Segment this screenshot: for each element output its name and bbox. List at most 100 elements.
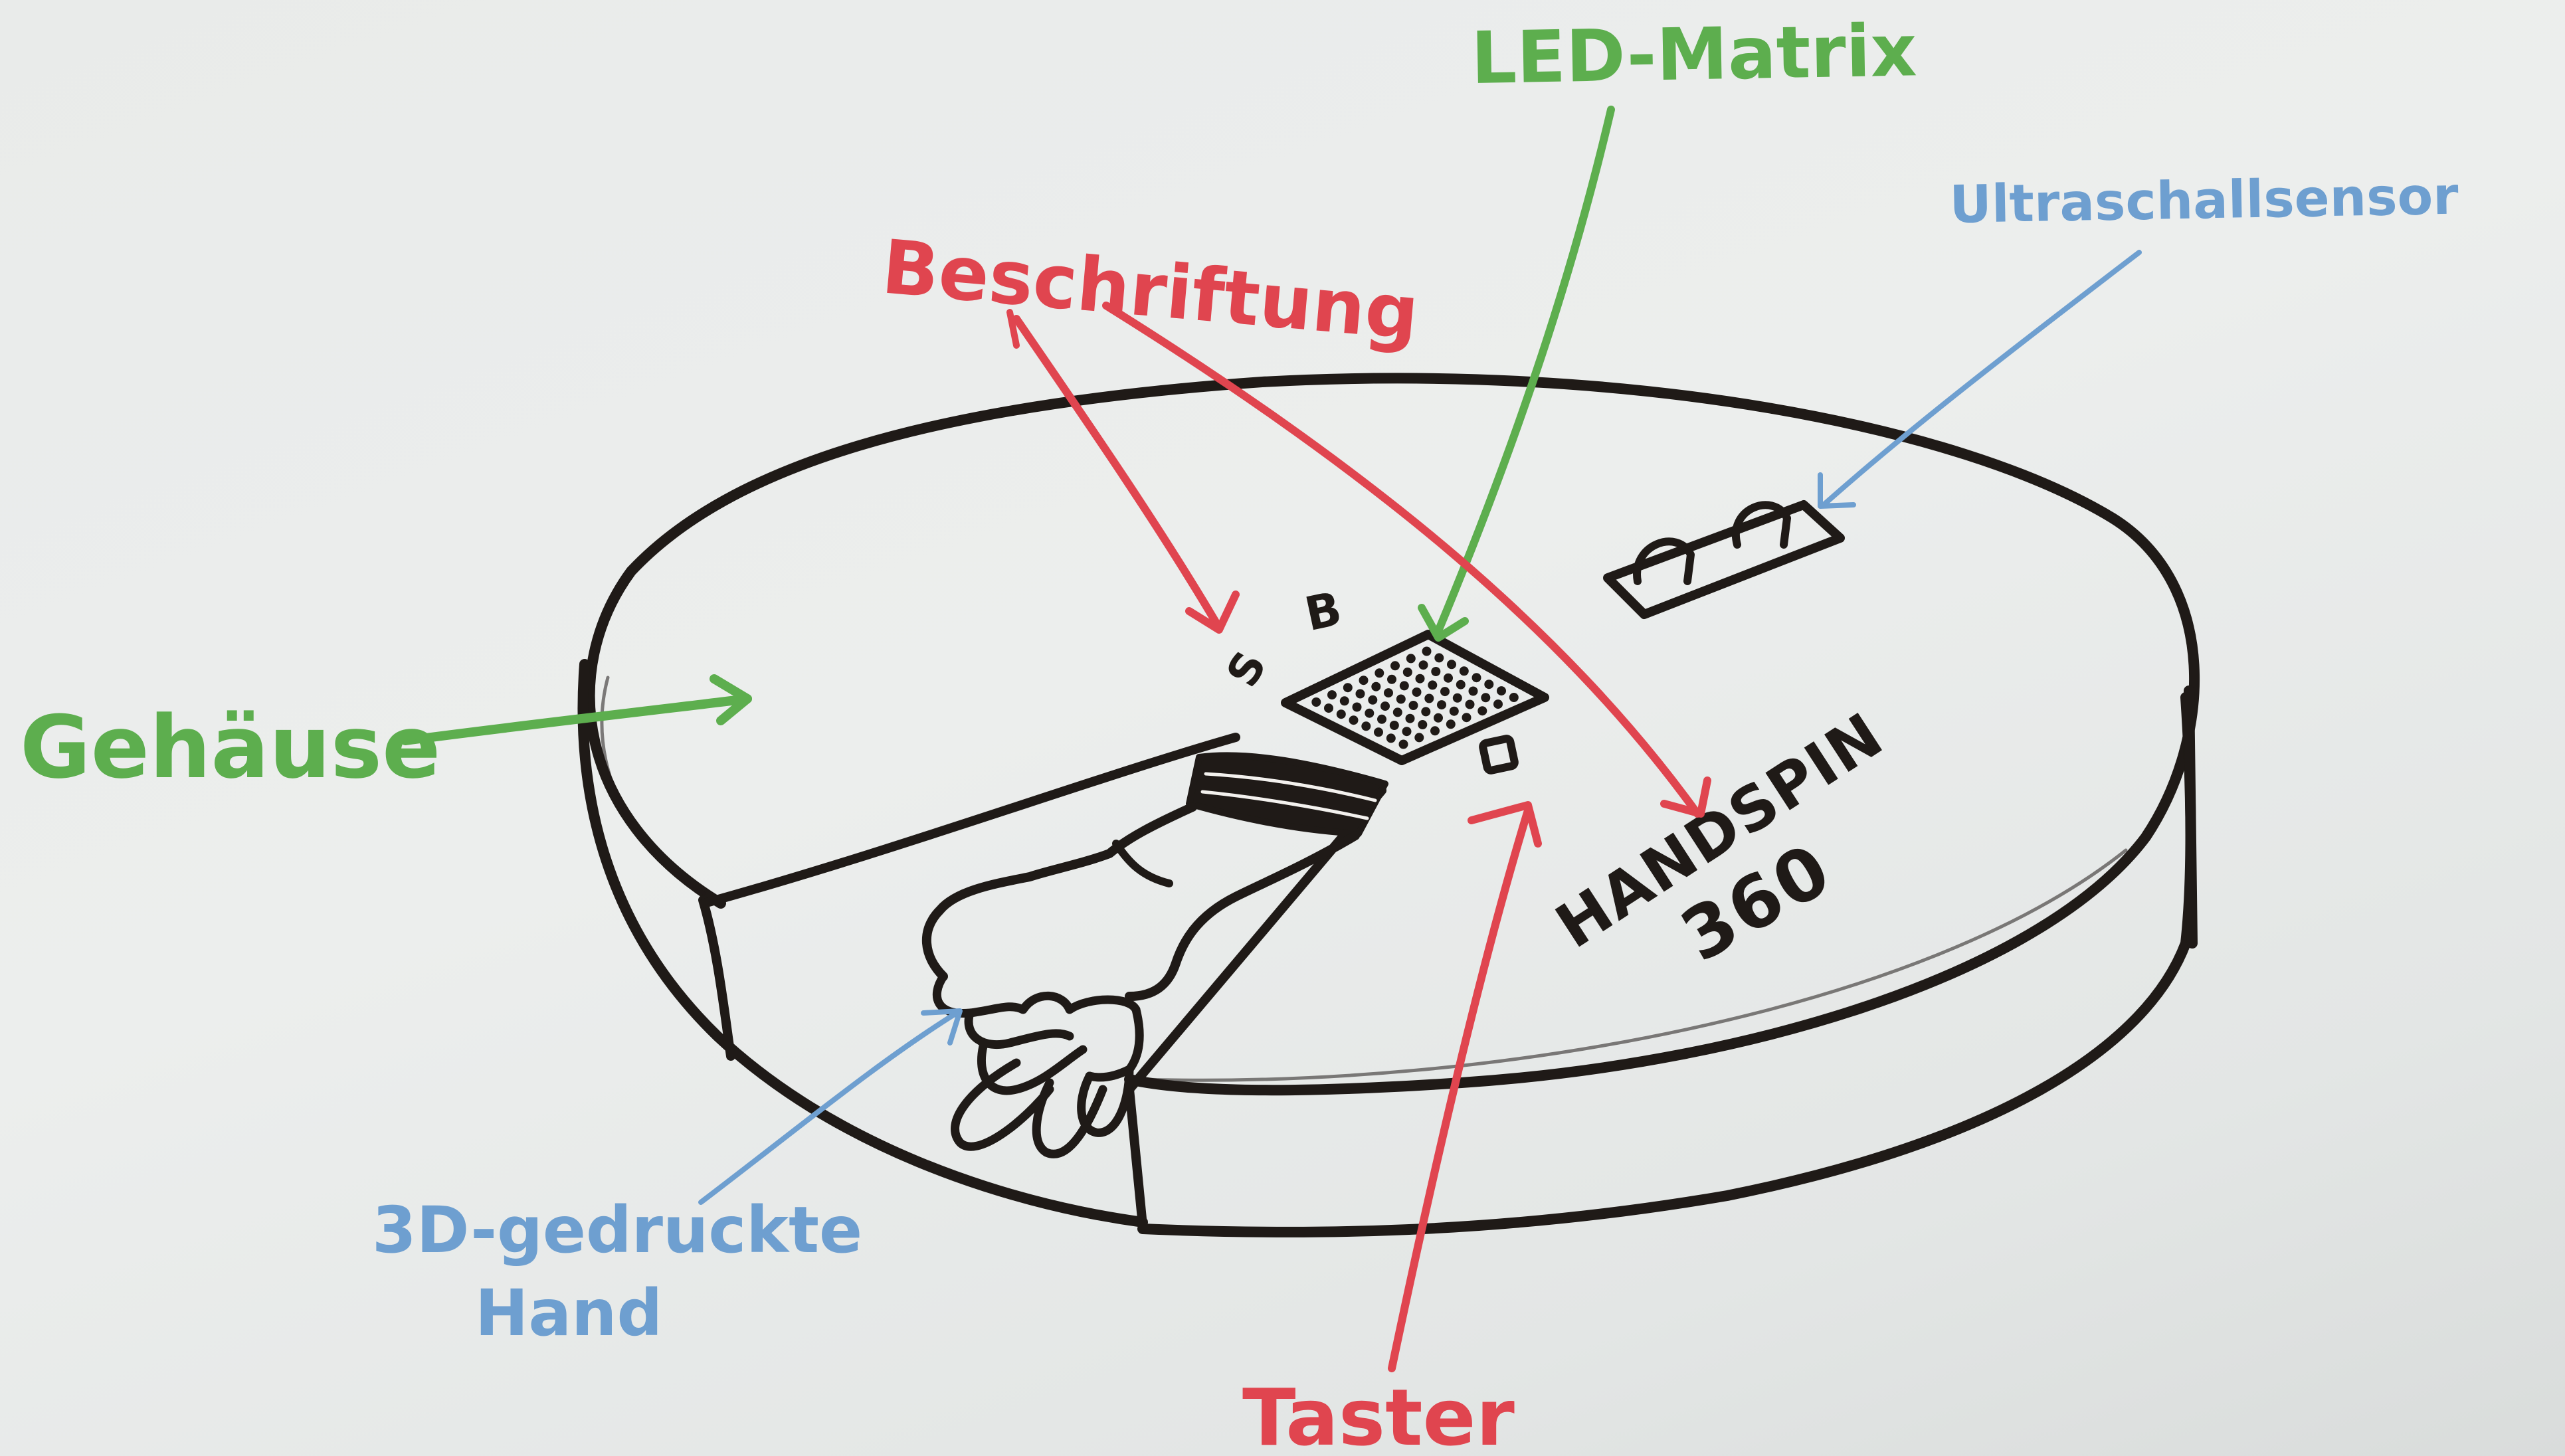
led-matrix-panel — [1281, 630, 1549, 765]
led-dot — [1428, 680, 1438, 690]
letter-s: S — [1216, 642, 1276, 695]
led-dot — [1422, 646, 1432, 656]
led-dot — [1497, 686, 1506, 696]
housing-edge-right — [2184, 685, 2198, 949]
arrow-beschriftung-handspin — [1102, 302, 1711, 818]
hand-finger-long-2 — [1032, 1078, 1107, 1158]
led-dot — [1421, 707, 1431, 717]
led-dot — [1446, 719, 1456, 729]
led-dot — [1339, 696, 1349, 706]
led-dot — [1481, 693, 1491, 703]
led-dot — [1368, 695, 1378, 705]
led-dot — [1392, 707, 1402, 717]
label-gehaeuse: Gehäuse — [20, 697, 440, 798]
housing-left-wall — [577, 659, 1148, 1228]
hand-cuff-wrap — [1200, 772, 1377, 820]
led-dot — [1386, 733, 1396, 743]
led-dot — [1449, 706, 1459, 716]
led-dot — [1355, 689, 1365, 699]
label-ultraschallsensor: Ultraschallsensor — [1949, 167, 2459, 235]
led-dot — [1452, 693, 1462, 703]
hand-window-top — [700, 733, 1240, 908]
led-dot — [1414, 733, 1424, 743]
led-dot — [1380, 701, 1390, 711]
hand-palm — [1085, 1005, 1144, 1082]
led-dot — [1509, 693, 1519, 702]
led-dot — [1437, 700, 1446, 710]
led-dot — [1352, 702, 1362, 712]
led-dot — [1493, 699, 1503, 709]
led-dot — [1384, 688, 1393, 698]
led-dot — [1336, 709, 1346, 719]
led-dot — [1359, 676, 1369, 685]
led-dot — [1361, 721, 1371, 731]
sensor-transducer-right — [1732, 501, 1791, 549]
led-dot — [1462, 713, 1472, 723]
led-dot — [1484, 680, 1494, 689]
led-dot — [1343, 683, 1353, 693]
led-dot — [1440, 687, 1450, 697]
led-dot — [1387, 674, 1396, 684]
ultrasonic-sensor — [1603, 500, 1845, 619]
cutout-edge-front — [1125, 1085, 1147, 1230]
led-dot — [1405, 713, 1415, 723]
led-dot — [1459, 666, 1469, 676]
led-dot — [1465, 699, 1475, 709]
hand-finger-long-3 — [1077, 1065, 1134, 1137]
led-dot — [1374, 727, 1383, 737]
led-dot — [1472, 673, 1481, 683]
housing-top-rim — [584, 373, 2200, 1096]
label-hand-line2: Hand — [475, 1276, 662, 1350]
led-dot — [1389, 721, 1399, 730]
led-dot — [1447, 660, 1456, 670]
led-matrix-outline — [1281, 630, 1549, 765]
led-dot — [1444, 673, 1453, 683]
arrow-taster — [1388, 801, 1542, 1372]
housing-inner-rim-right — [1141, 848, 2128, 1082]
letter-b: B — [1300, 581, 1346, 642]
led-dot — [1431, 667, 1441, 676]
led-dot — [1412, 687, 1422, 697]
hand-finger-long-1 — [951, 1058, 1054, 1151]
led-dot — [1406, 654, 1416, 664]
hand-fingers — [933, 972, 1141, 1095]
led-dot — [1434, 713, 1443, 723]
led-dot — [1418, 720, 1428, 729]
led-dot — [1468, 686, 1478, 696]
hand-cuff-strap — [1112, 840, 1173, 887]
housing-edge-left — [698, 895, 735, 1061]
led-dot — [1327, 690, 1337, 700]
led-dot — [1402, 668, 1412, 677]
led-dot — [1418, 660, 1428, 670]
arrow-hand — [698, 1008, 963, 1205]
led-dot — [1408, 701, 1418, 710]
arrow-gehaeuse — [401, 674, 752, 745]
led-dots — [1311, 646, 1519, 749]
led-dot — [1399, 681, 1409, 691]
led-dot — [1377, 714, 1386, 724]
led-dot — [1415, 674, 1425, 683]
hand-forearm-lower — [1125, 831, 1360, 1001]
label-taster: Taster — [1242, 1372, 1515, 1456]
printed-hand — [922, 752, 1388, 1158]
led-dot — [1390, 661, 1400, 671]
hand-forearm — [922, 802, 1197, 981]
led-dot — [1324, 703, 1333, 713]
led-dot — [1477, 706, 1487, 716]
led-dot — [1456, 680, 1466, 689]
taster-button — [1479, 735, 1519, 774]
led-dot — [1311, 697, 1321, 707]
led-dot — [1434, 653, 1444, 663]
led-dot — [1375, 668, 1384, 678]
led-dot — [1424, 693, 1434, 703]
arrow-led-matrix — [1418, 106, 1615, 642]
led-dot — [1430, 726, 1440, 736]
led-dot — [1349, 715, 1359, 725]
arrow-ultraschallsensor — [1818, 250, 2142, 509]
label-led-matrix: LED-Matrix — [1470, 9, 1917, 100]
led-dot — [1398, 739, 1408, 749]
led-dot — [1365, 708, 1375, 718]
led-dot — [1402, 727, 1412, 737]
